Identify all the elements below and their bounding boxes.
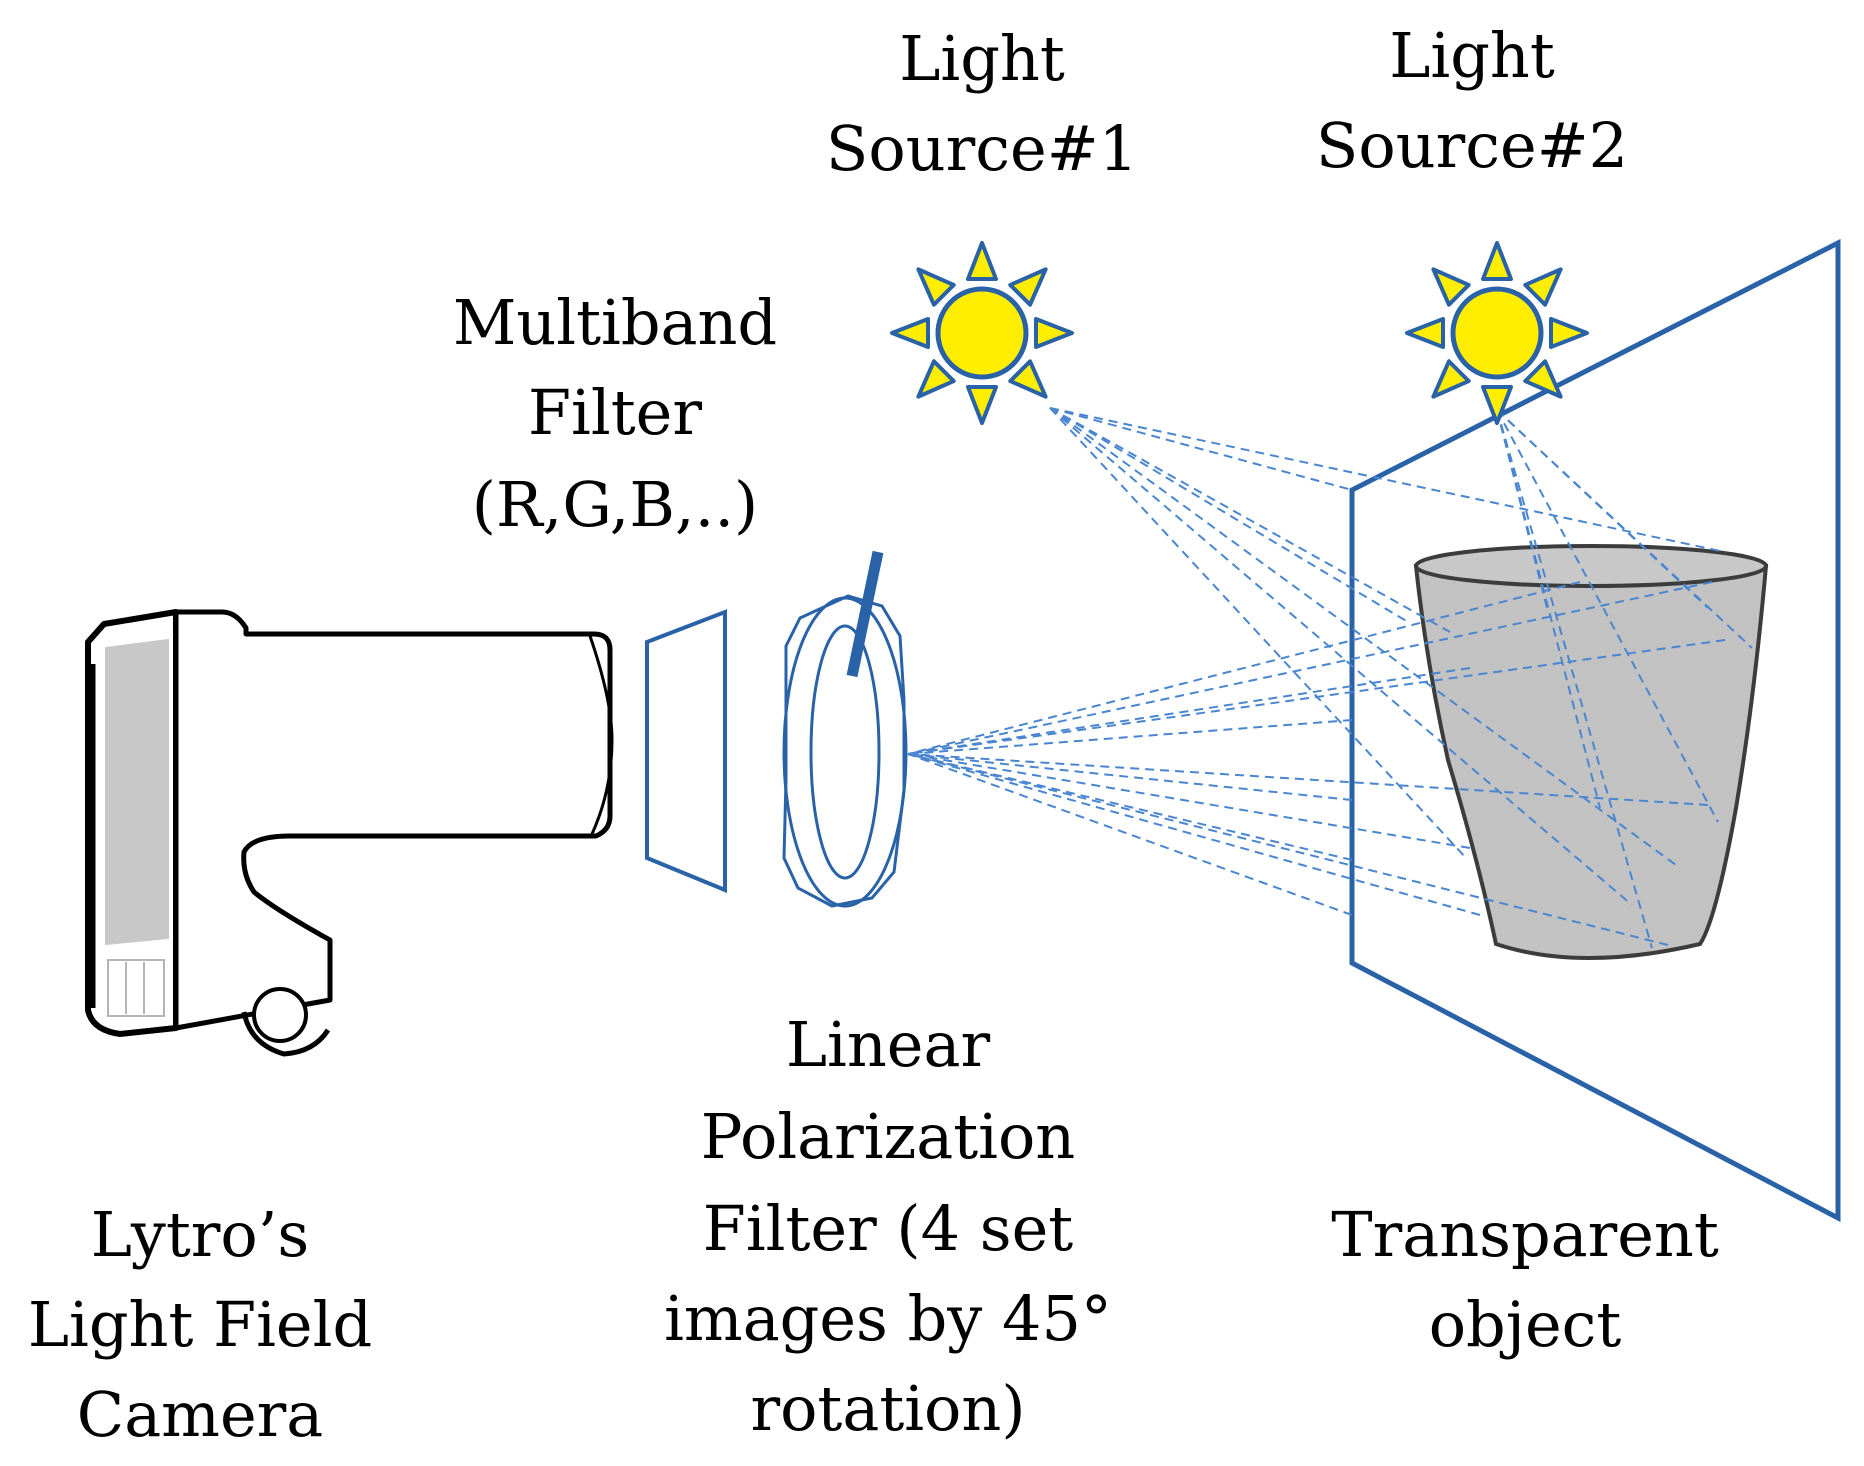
- svg-text:Light: Light: [899, 22, 1065, 95]
- multiband-filter: [645, 609, 727, 893]
- svg-text:rotation): rotation): [750, 1372, 1025, 1445]
- sun-ray: [890, 317, 930, 349]
- sun-ray: [1431, 267, 1471, 307]
- sun-icon: [1405, 241, 1589, 425]
- sun-ray: [1481, 385, 1513, 425]
- svg-text:Filter (4 set: Filter (4 set: [703, 1192, 1073, 1265]
- svg-text:Linear: Linear: [786, 1008, 991, 1081]
- sun-disc: [935, 286, 1029, 380]
- svg-text:Lytro’s: Lytro’s: [91, 1198, 310, 1271]
- sun-ray: [966, 241, 998, 281]
- background-plane: [1349, 238, 1841, 1223]
- svg-text:object: object: [1429, 1288, 1622, 1361]
- svg-text:Filter: Filter: [528, 376, 702, 449]
- sun-ray: [1008, 267, 1048, 307]
- label-multiband-filter: Multiband Filter (R,G,B,..): [453, 286, 777, 541]
- sun-ray: [966, 385, 998, 425]
- sun-ray: [1405, 317, 1445, 349]
- svg-text:images by 45°: images by 45°: [664, 1282, 1112, 1355]
- cup-icon: [1413, 544, 1769, 960]
- label-light-source-2: Light Source#2: [1316, 19, 1628, 182]
- svg-text:Camera: Camera: [77, 1378, 324, 1451]
- svg-text:Light: Light: [1389, 19, 1555, 92]
- svg-text:Transparent: Transparent: [1331, 1198, 1719, 1271]
- sun-ray: [916, 359, 956, 399]
- sun-ray: [1523, 267, 1563, 307]
- sun-ray: [1481, 241, 1513, 281]
- svg-text:Polarization: Polarization: [701, 1100, 1075, 1173]
- svg-text:Multiband: Multiband: [453, 286, 777, 359]
- label-light-source-1: Light Source#1: [826, 22, 1138, 185]
- svg-text:(R,G,B,..): (R,G,B,..): [472, 468, 758, 541]
- sun-ray: [1523, 359, 1563, 399]
- label-transparent-object: Transparent object: [1331, 1198, 1719, 1361]
- sun-ray: [1549, 317, 1589, 349]
- sun-icon: [890, 241, 1074, 425]
- camera-strap-hole: [252, 987, 308, 1043]
- label-linear-polarization-filter: Linear Polarization Filter (4 set images…: [664, 1008, 1112, 1445]
- sun-ray: [916, 267, 956, 307]
- svg-text:Source#2: Source#2: [1316, 109, 1628, 182]
- svg-text:Light Field: Light Field: [28, 1288, 372, 1361]
- light-rays: [907, 407, 1753, 949]
- camera-icon: [85, 609, 614, 1057]
- sun-ray: [1431, 359, 1471, 399]
- polarization-axis-marker: [846, 550, 884, 678]
- sun-ray: [1034, 317, 1074, 349]
- linear-polarization-filter: [782, 550, 908, 908]
- sun-ray: [1008, 359, 1048, 399]
- sun-disc: [1450, 286, 1544, 380]
- label-camera: Lytro’s Light Field Camera: [28, 1198, 372, 1451]
- svg-text:Source#1: Source#1: [826, 112, 1138, 185]
